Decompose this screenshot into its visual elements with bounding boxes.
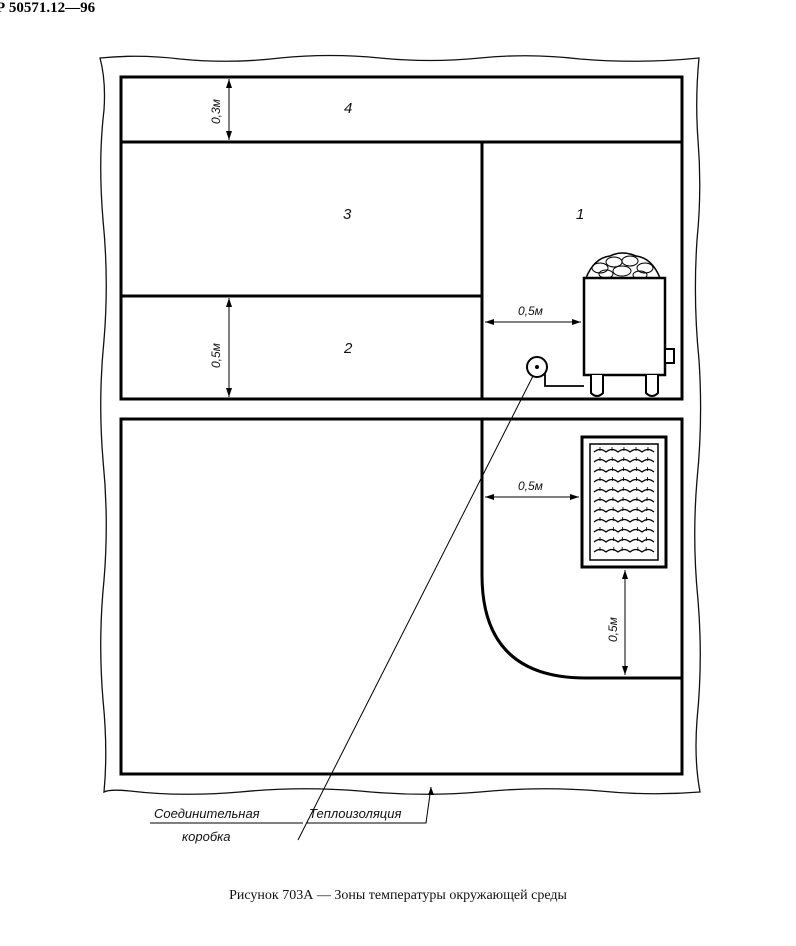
figure-caption: Рисунок 703А — Зоны температуры окружающ… bbox=[229, 888, 567, 903]
heater-vertical-clearance-label: 0,5м bbox=[606, 617, 620, 642]
junction-box-label-line1: Соединительная bbox=[154, 806, 260, 821]
heater-vertical-clearance-dimension bbox=[622, 570, 628, 675]
sauna-heater-icon bbox=[582, 252, 675, 397]
sauna-room-outline bbox=[119, 75, 684, 401]
floor-zone-dimension bbox=[226, 298, 232, 397]
insulation-label: Теплоизоляция bbox=[309, 806, 401, 821]
lower-heater-clearance-label: 0,5м bbox=[518, 479, 543, 493]
stone-heater-icon bbox=[580, 435, 668, 569]
lower-heater-clearance-dimension bbox=[485, 494, 579, 500]
insulation-leader bbox=[306, 786, 432, 824]
junction-box-icon bbox=[526, 356, 548, 378]
zone-1-label: 1 bbox=[576, 206, 584, 223]
heater-cable bbox=[544, 373, 584, 387]
insulation-outline bbox=[99, 54, 702, 795]
floor-zone-dimension-label: 0,5м bbox=[209, 343, 223, 368]
heater-clearance-label: 0,5м bbox=[518, 304, 543, 318]
dressing-room-outline bbox=[119, 417, 684, 776]
heater-zone-curved-boundary bbox=[480, 419, 682, 680]
junction-box-label-line2: коробка bbox=[182, 829, 231, 844]
heater-clearance-dimension bbox=[485, 319, 581, 325]
junction-box-leader bbox=[297, 375, 534, 841]
ceiling-zone-dimension-label: 0,3м bbox=[209, 99, 223, 124]
zone-3-label: 3 bbox=[343, 206, 352, 223]
zone-2-label: 2 bbox=[343, 340, 353, 357]
standard-code: Р 50571.12—96 bbox=[0, 0, 96, 16]
zone-4-label: 4 bbox=[344, 100, 352, 117]
ceiling-zone-dimension bbox=[226, 79, 232, 140]
